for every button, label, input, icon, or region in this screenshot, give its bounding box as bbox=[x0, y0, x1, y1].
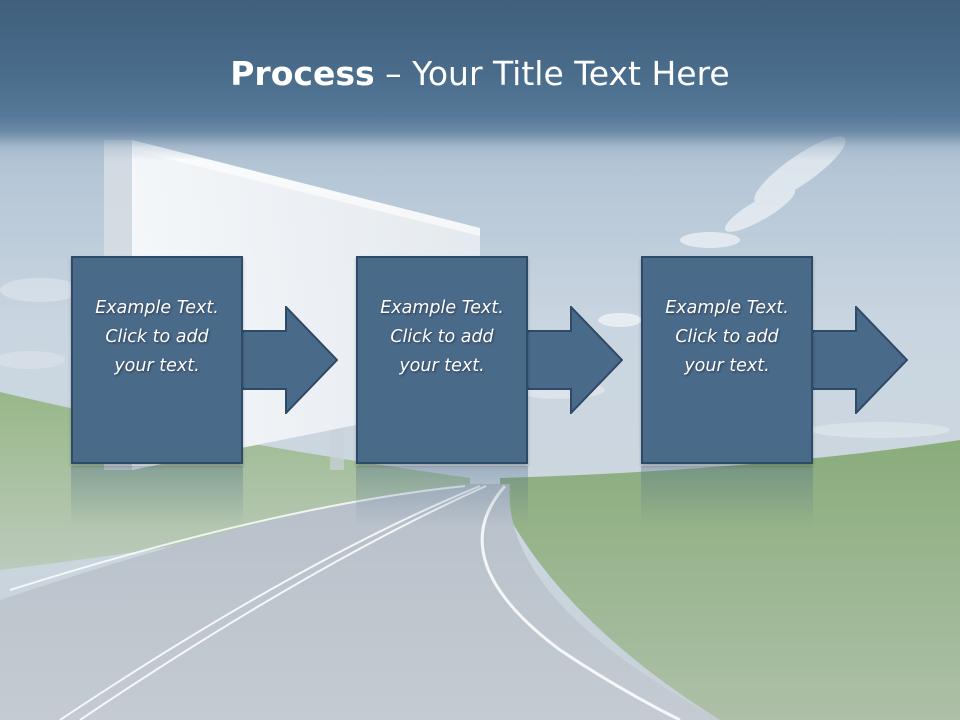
slide-title[interactable]: Process – Your Title Text Here bbox=[0, 52, 960, 96]
step-1-reflection bbox=[71, 466, 243, 526]
step-2-reflection bbox=[356, 466, 528, 526]
slide-title-rest: – Your Title Text Here bbox=[374, 54, 730, 93]
slide-title-bold: Process bbox=[230, 54, 375, 93]
title-band bbox=[0, 0, 960, 160]
step-box-1[interactable]: Example Text. Click to add your text. bbox=[71, 256, 243, 464]
arrow-right-icon bbox=[527, 306, 623, 414]
arrow-right-icon bbox=[242, 306, 338, 414]
step-3-reflection bbox=[641, 466, 813, 526]
step-text[interactable]: Example Text. Click to add your text. bbox=[95, 297, 219, 376]
grass-right bbox=[500, 440, 960, 720]
step-text[interactable]: Example Text. Click to add your text. bbox=[665, 297, 789, 376]
step-box-2[interactable]: Example Text. Click to add your text. bbox=[356, 256, 528, 464]
arrow-right-icon bbox=[812, 306, 908, 414]
road bbox=[0, 484, 720, 720]
step-text[interactable]: Example Text. Click to add your text. bbox=[380, 297, 504, 376]
step-box-3[interactable]: Example Text. Click to add your text. bbox=[641, 256, 813, 464]
